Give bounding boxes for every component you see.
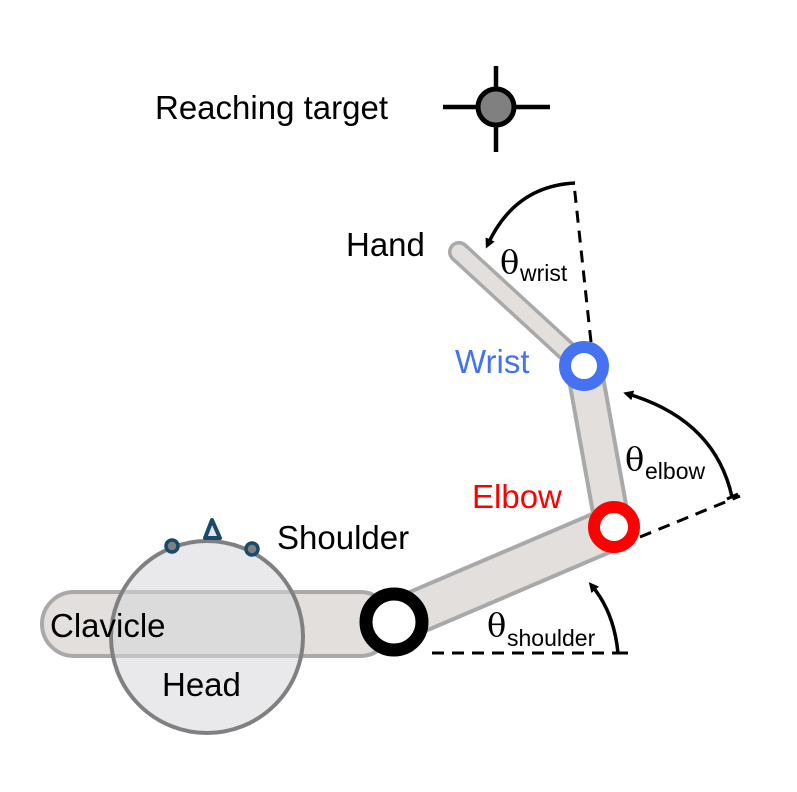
theta-symbol: θ	[500, 243, 519, 281]
theta-symbol: θ	[487, 606, 506, 644]
head-sensors	[164, 518, 260, 557]
head-label: Head	[162, 666, 241, 703]
clavicle-label: Clavicle	[50, 607, 166, 644]
sensor-right-icon	[244, 541, 260, 557]
head-circle	[109, 539, 305, 735]
elbow-angle-arrow-icon	[623, 390, 734, 498]
theta-wrist-label: θ wrist	[500, 243, 568, 286]
target-crosshair-icon	[443, 66, 550, 152]
shoulder-label: Shoulder	[277, 519, 409, 556]
hand-label: Hand	[346, 226, 425, 263]
theta-wrist-subscript: wrist	[519, 260, 568, 286]
theta-elbow-label: θ elbow	[625, 440, 705, 484]
elbow-joint	[588, 501, 640, 553]
forearm-segment	[565, 363, 632, 532]
elbow-reference-line	[639, 494, 741, 539]
theta-symbol: θ	[625, 440, 644, 478]
theta-shoulder-subscript: shoulder	[507, 625, 596, 651]
wrist-label: Wrist	[455, 343, 530, 380]
wrist-angle-arrow-icon	[485, 181, 576, 249]
wrist-reference-line	[572, 183, 593, 343]
target-label: Reaching target	[155, 89, 388, 126]
sensor-triangle-icon	[203, 518, 222, 540]
shoulder-angle-arrow-icon	[588, 582, 620, 654]
wrist-joint	[559, 341, 609, 391]
elbow-label: Elbow	[472, 478, 562, 515]
shoulder-joint	[359, 587, 429, 657]
hand-segment	[448, 241, 595, 378]
theta-elbow-subscript: elbow	[645, 458, 705, 484]
theta-shoulder-label: θ shoulder	[487, 606, 596, 651]
sensor-left-icon	[164, 538, 180, 554]
upper-arm-segment	[383, 506, 623, 644]
